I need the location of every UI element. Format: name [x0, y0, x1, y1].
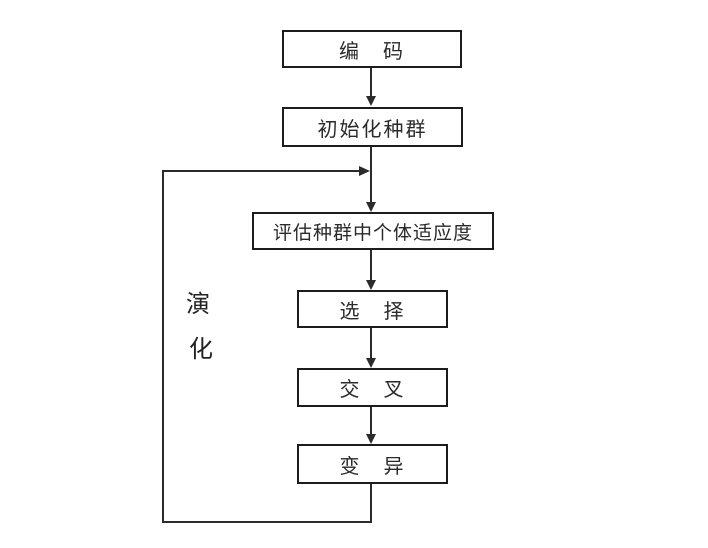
node-selection: 选 择 — [297, 290, 448, 328]
node-initialize-population: 初始化种群 — [282, 107, 463, 147]
loop-segment-down — [370, 484, 372, 523]
loop-label-char-1: 演 — [186, 291, 210, 318]
arrow-select-to-cross-head-icon — [366, 358, 376, 368]
arrow-evaluate-to-select-line — [370, 250, 372, 280]
arrow-cross-to-mutate-head-icon — [366, 434, 376, 444]
node-crossover: 交 叉 — [297, 368, 448, 407]
node-encoding: 编 码 — [282, 30, 462, 68]
arrow-init-to-evaluate-head-icon — [366, 202, 376, 212]
loop-label-evolution: 演 化 — [175, 282, 221, 372]
node-evaluate-fitness: 评估种群中个体适应度 — [252, 212, 494, 250]
arrow-select-to-cross-line — [370, 328, 372, 358]
arrow-encode-to-init-head-icon — [366, 96, 376, 106]
arrow-init-to-evaluate-line — [370, 147, 372, 202]
loop-segment-bottom — [162, 521, 372, 523]
loop-arrow-head-icon — [359, 166, 370, 176]
loop-segment-left — [162, 170, 164, 523]
loop-label-char-2: 化 — [189, 336, 213, 363]
arrow-cross-to-mutate-line — [370, 407, 372, 434]
arrow-encode-to-init-line — [370, 68, 372, 96]
node-mutation: 变 异 — [297, 444, 448, 484]
arrow-evaluate-to-select-head-icon — [366, 280, 376, 290]
loop-segment-top — [162, 170, 360, 172]
